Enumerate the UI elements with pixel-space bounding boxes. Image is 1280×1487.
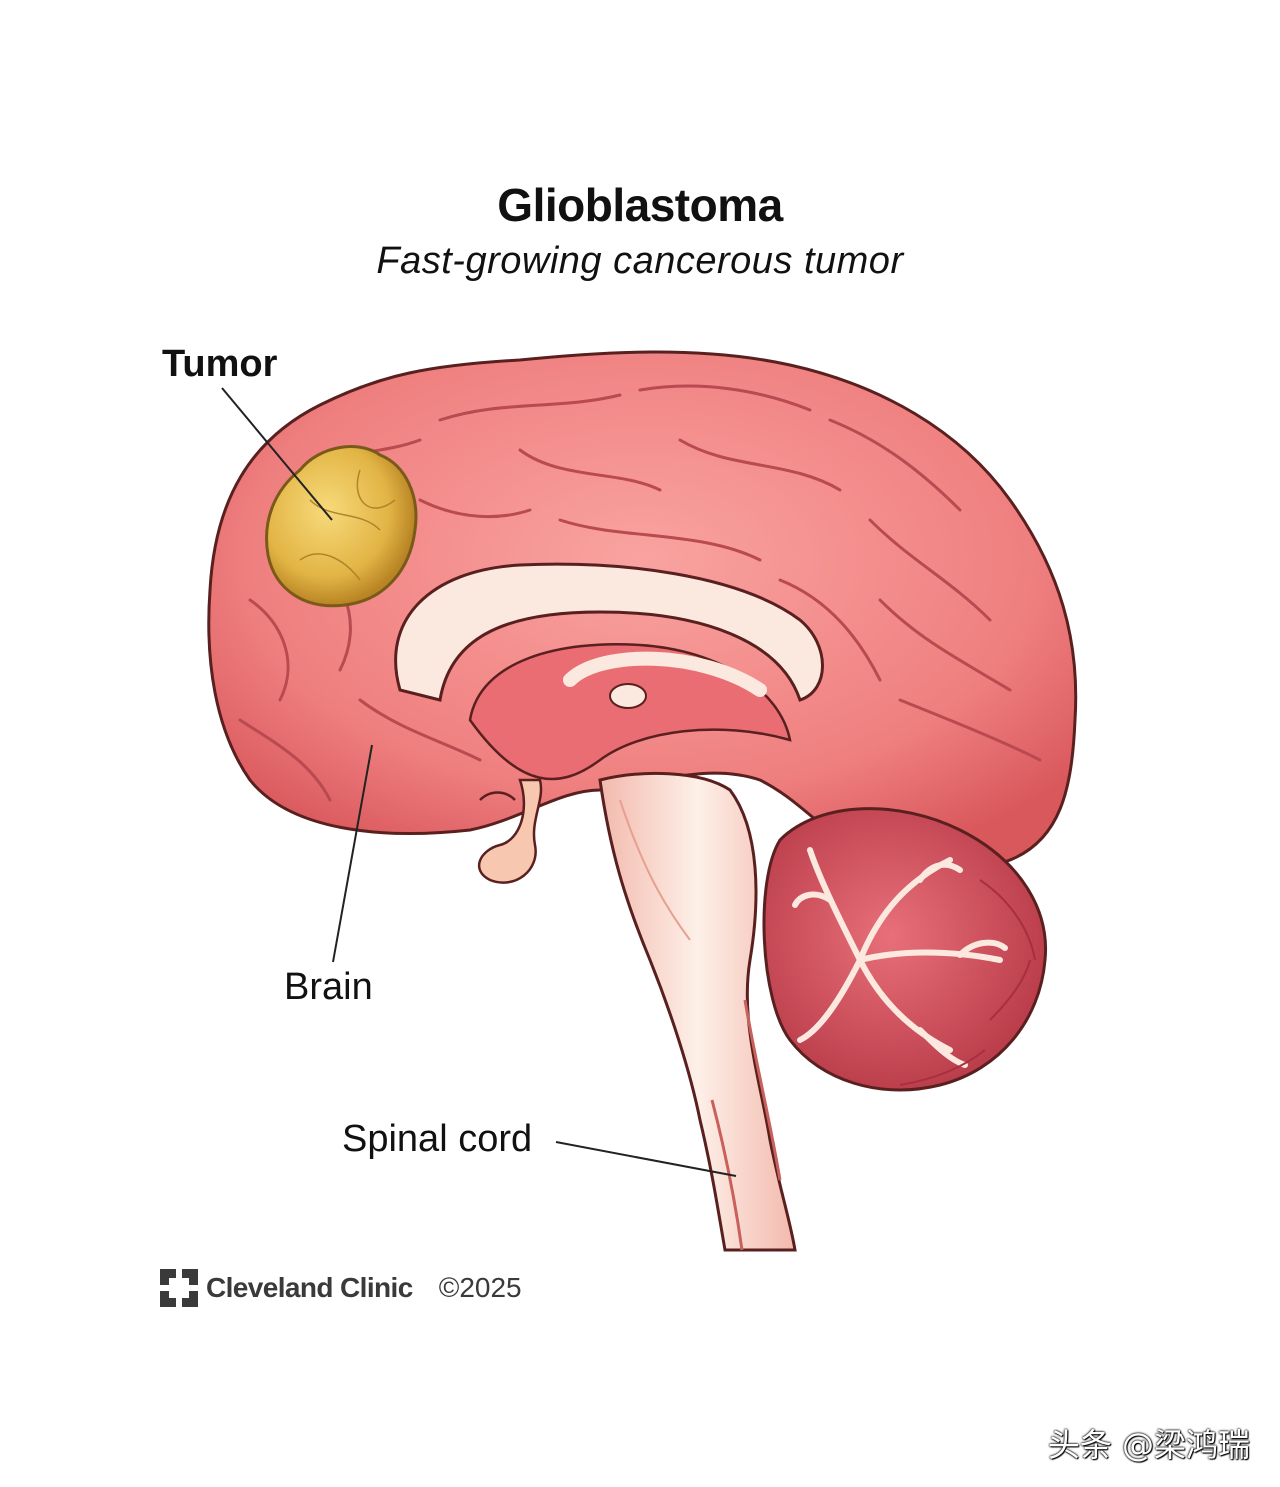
thalamus	[468, 643, 792, 781]
diagram-title: Glioblastoma	[497, 179, 783, 231]
tumor-label: Tumor	[162, 343, 278, 385]
spinal-cord-leader-line	[555, 1141, 737, 1177]
brain-leader-line	[332, 744, 373, 963]
spinal-cord-label: Spinal cord	[342, 1118, 533, 1160]
footer-brand: Cleveland Clinic ©2025	[160, 1268, 522, 1308]
cerebellum-folia	[899, 879, 1036, 1086]
tumor-leader-line	[221, 387, 333, 521]
tumor-veins	[299, 469, 396, 581]
cerebellum	[762, 807, 1048, 1092]
cleveland-clinic-logo-icon	[160, 1269, 198, 1307]
brainstem	[598, 771, 797, 1252]
diagram-subtitle: Fast-growing cancerous tumor	[376, 240, 904, 282]
brain-label: Brain	[284, 966, 373, 1008]
gyri-folds	[238, 384, 1042, 802]
pituitary-gland	[478, 778, 543, 884]
watermark: 头条 @梁鸿瑞	[1047, 1426, 1250, 1464]
copyright: ©2025	[438, 1272, 522, 1303]
brand-name: Cleveland Clinic	[206, 1272, 413, 1303]
arbor-vitae	[792, 847, 1008, 1068]
corpus-callosum	[394, 562, 824, 702]
